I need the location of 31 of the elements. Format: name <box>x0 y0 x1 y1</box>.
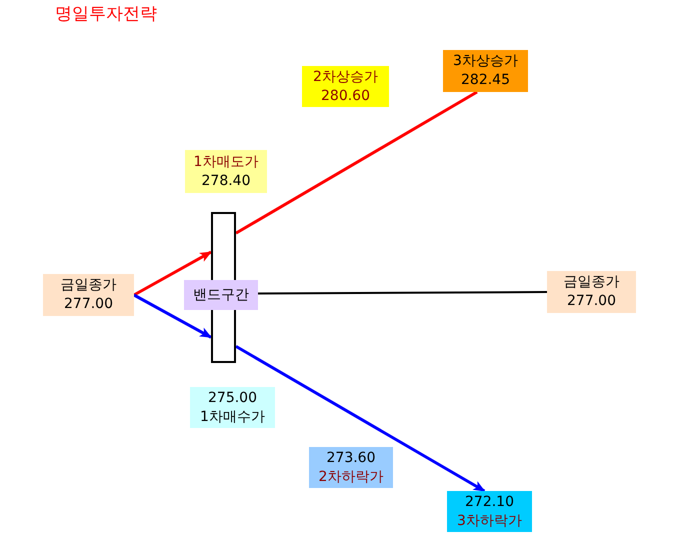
level-label: 3차하락가 <box>457 512 522 530</box>
level-label: 2차상승가 <box>313 68 378 86</box>
price-box <box>185 150 267 193</box>
price-box <box>443 50 528 92</box>
price-value: 278.40 <box>202 172 250 190</box>
connector-line <box>235 90 478 234</box>
price-value: 273.60 <box>326 448 376 468</box>
price-value: 275.00 <box>208 388 257 408</box>
price-value: 277.00 <box>567 292 616 311</box>
level-label: 금일종가 <box>564 273 620 292</box>
arrow <box>235 345 486 492</box>
diagram-title: 명일투자전략 <box>55 3 157 25</box>
price-value: 277.00 <box>64 295 113 314</box>
arrow <box>133 294 212 339</box>
price-box <box>190 387 275 428</box>
price-box <box>309 447 393 488</box>
level-label: 2차하락가 <box>318 468 384 486</box>
connector-line <box>258 291 547 294</box>
price-box <box>43 274 134 316</box>
level-label: 금일종가 <box>60 276 116 295</box>
level-label: 3차상승가 <box>453 52 518 71</box>
level-label: 1차매수가 <box>200 408 265 426</box>
price-value: 272.10 <box>465 492 514 512</box>
arrow <box>133 250 212 296</box>
level-label: 1차매도가 <box>194 152 258 172</box>
price-value: 282.45 <box>461 71 510 90</box>
band-label: 밴드구간 <box>184 280 258 310</box>
price-box <box>547 271 636 313</box>
price-box <box>447 491 532 532</box>
price-value: 280.60 <box>321 86 370 106</box>
price-box <box>302 66 389 107</box>
